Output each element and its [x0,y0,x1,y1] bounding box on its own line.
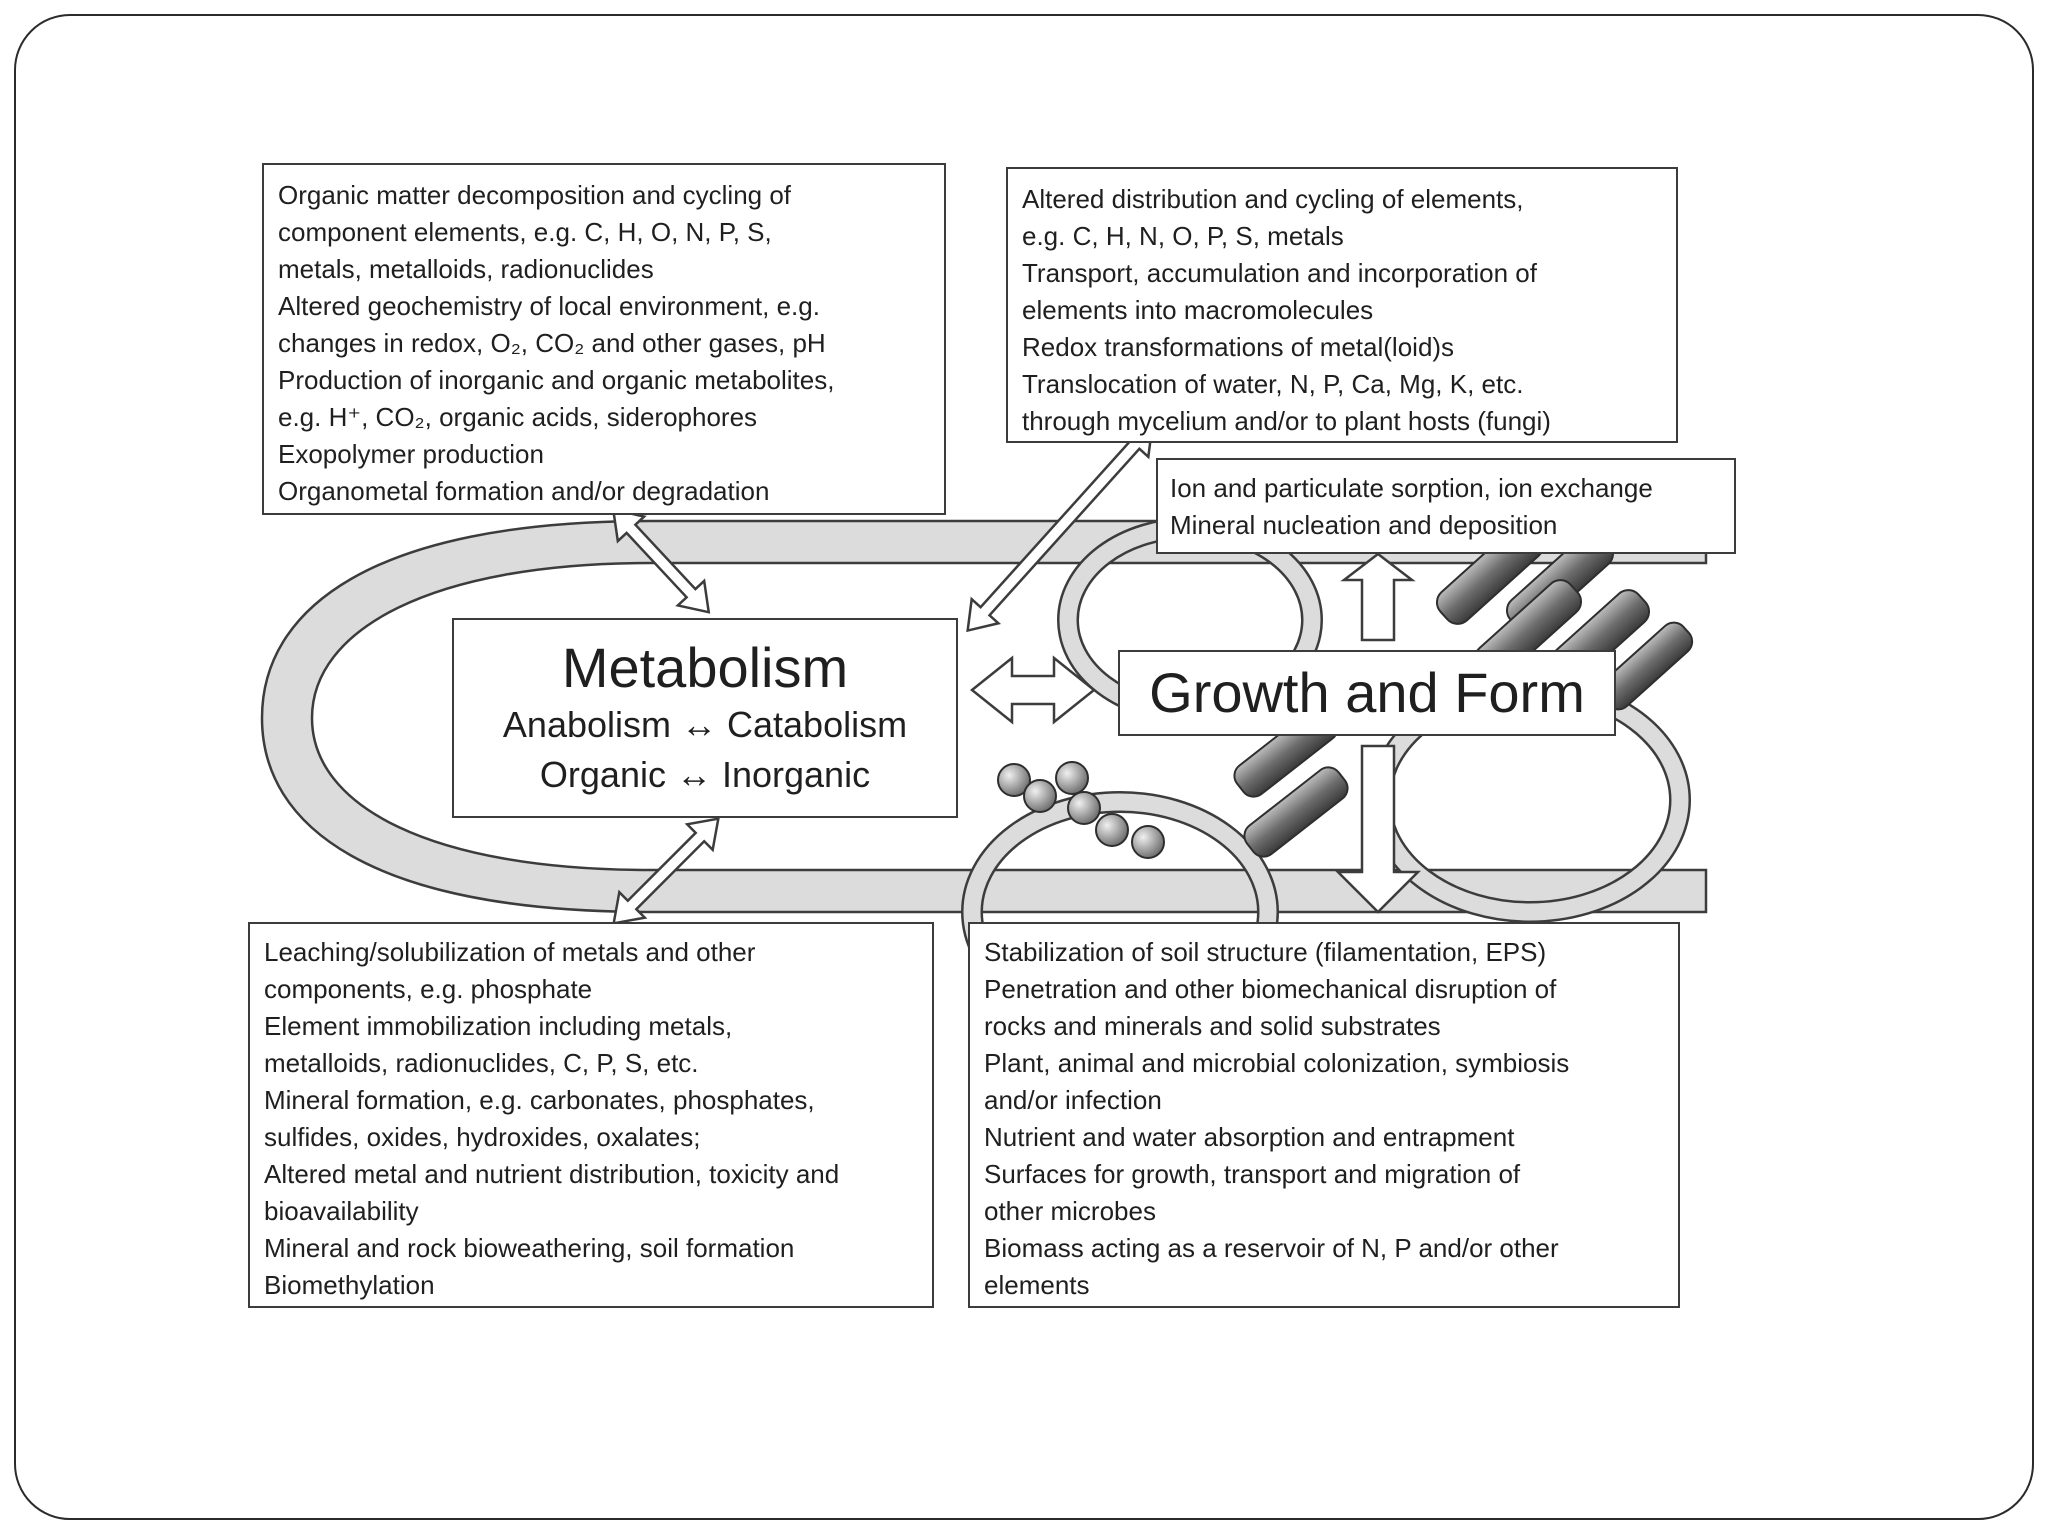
box-growth-and-form: Growth and Form [1118,650,1616,736]
text-line: and/or infection [984,1085,1162,1115]
text-line: Surfaces for growth, transport and migra… [984,1159,1521,1189]
text-line: Mineral nucleation and deposition [1170,510,1558,540]
arrow-growth-down [1334,744,1422,914]
text-line: Organometal formation and/or degradation [278,476,770,506]
text-line: metals, metalloids, radionuclides [278,254,654,284]
text-line: Altered geochemistry of local environmen… [278,291,820,321]
text-line: changes in redox, O₂, CO₂ and other gase… [278,328,826,358]
arrow-metabolism-bottom-left [612,817,720,925]
metabolism-line-anabolism: Anabolism ↔ Catabolism [502,704,908,745]
text-line: e.g. H⁺, CO₂, organic acids, siderophore… [278,402,758,432]
text-line: other microbes [984,1196,1156,1226]
text-line: Exopolymer production [278,439,544,469]
text-line: metalloids, radionuclides, C, P, S, etc. [264,1048,699,1078]
text-line: elements [984,1270,1090,1300]
text-line: rocks and minerals and solid substrates [984,1011,1441,1041]
arrow-metabolism-growth [969,655,1097,725]
text-line: sulfides, oxides, hydroxides, oxalates; [264,1122,701,1152]
growth-title: Growth and Form [1149,661,1585,724]
box-leaching-solubilization: Leaching/solubilization of metals and ot… [248,922,934,1308]
text-line: Altered distribution and cycling of elem… [1022,184,1524,214]
box-metabolism: Metabolism Anabolism ↔ Catabolism Organi… [452,618,958,818]
text-line: Penetration and other biomechanical disr… [984,974,1557,1004]
text-line: Biomethylation [264,1270,435,1300]
metabolism-line-organic: Organic ↔ Inorganic [539,754,871,795]
arrow-growth-up [1340,552,1416,642]
text-line: Production of inorganic and organic meta… [278,365,835,395]
text-line: Translocation of water, N, P, Ca, Mg, K,… [1022,369,1524,399]
text-line: Leaching/solubilization of metals and ot… [264,937,756,967]
mineral-beads [997,761,1165,859]
text-line: components, e.g. phosphate [264,974,593,1004]
text-line: Altered metal and nutrient distribution,… [264,1159,840,1189]
text-line: e.g. C, H, N, O, P, S, metals [1022,221,1344,251]
arrow-metabolism-top-left [611,508,711,614]
box-organic-matter-decomposition: Organic matter decomposition and cycling… [262,163,946,515]
text-line: Transport, accumulation and incorporatio… [1022,258,1537,288]
text-line: elements into macromolecules [1022,295,1374,325]
text-line: Stabilization of soil structure (filamen… [984,937,1547,967]
text-line: Organic matter decomposition and cycling… [278,180,792,210]
text-line: Element immobilization including metals, [264,1011,733,1041]
text-line: Nutrient and water absorption and entrap… [984,1122,1515,1152]
text-line: through mycelium and/or to plant hosts (… [1022,406,1551,436]
text-line: Mineral formation, e.g. carbonates, phos… [264,1085,815,1115]
box-ion-sorption: Ion and particulate sorption, ion exchan… [1156,458,1736,554]
text-line: Mineral and rock bioweathering, soil for… [264,1233,795,1263]
box-element-distribution: Altered distribution and cycling of elem… [1006,167,1678,443]
metabolism-title: Metabolism [561,636,849,699]
text-line: Redox transformations of metal(loid)s [1022,332,1455,362]
text-line: Biomass acting as a reservoir of N, P an… [984,1233,1559,1263]
text-line: component elements, e.g. C, H, O, N, P, … [278,217,772,247]
text-line: bioavailability [264,1196,419,1226]
text-line: Ion and particulate sorption, ion exchan… [1170,473,1653,503]
text-line: Plant, animal and microbial colonization… [984,1048,1570,1078]
box-soil-structure: Stabilization of soil structure (filamen… [968,922,1680,1308]
